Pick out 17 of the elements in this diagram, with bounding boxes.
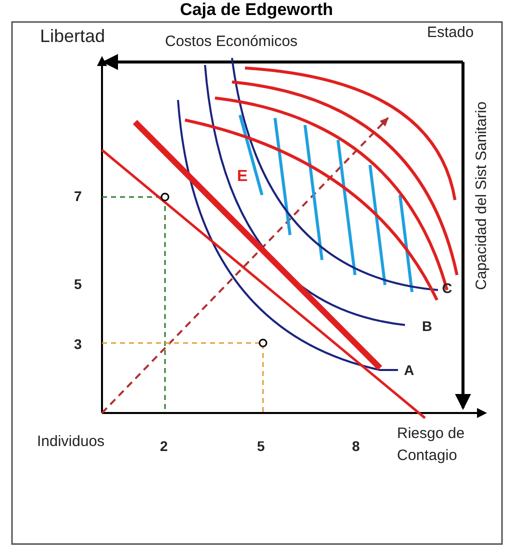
axis-label: Riesgo de Contagio (397, 424, 466, 466)
tick-label: 5 (74, 276, 82, 292)
axis-label: Capacidad del Sist Sanitario (473, 102, 490, 290)
curve-label: C (442, 280, 452, 296)
axis-label: Individuos (37, 433, 105, 450)
curve-label: B (422, 318, 432, 334)
axis-label: Libertad (40, 26, 106, 47)
tick-label: 2 (160, 438, 168, 454)
tick-label: 7 (74, 188, 82, 204)
point-label: E (237, 168, 248, 186)
tick-label: 3 (74, 336, 82, 352)
curve-label: A (404, 362, 414, 378)
title: Caja de Edgeworth (178, 0, 334, 20)
axis-label: Costos Económicos (165, 33, 298, 50)
tick-label: 8 (352, 438, 360, 454)
tick-label: 5 (257, 438, 265, 454)
axis-label: Estado (427, 24, 474, 41)
